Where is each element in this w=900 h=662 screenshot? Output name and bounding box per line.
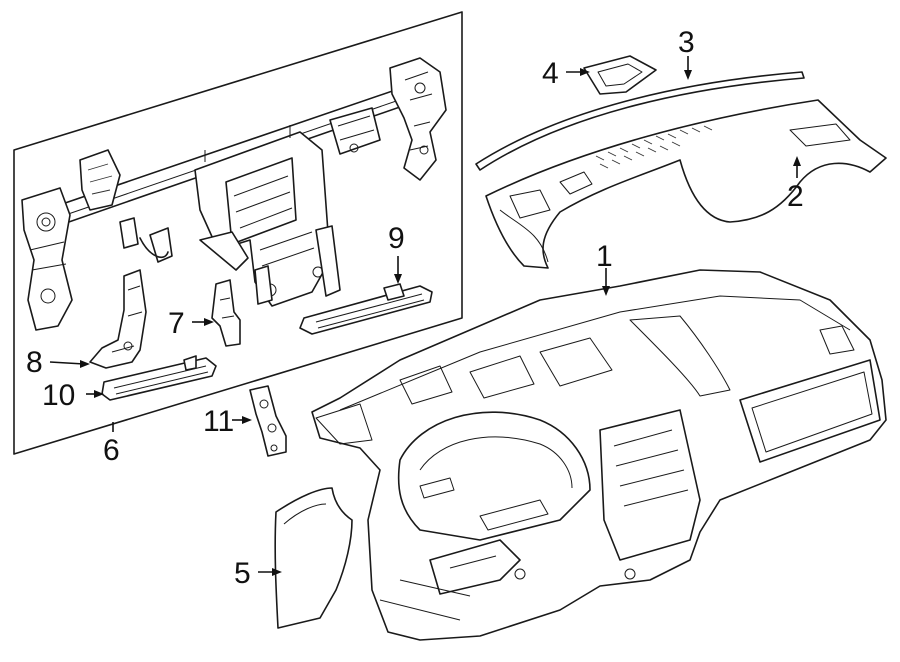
- callout-3: 3: [678, 26, 695, 59]
- part-9-bracket: [299, 283, 433, 335]
- part-5-end-cap: [274, 487, 353, 629]
- part-1-instrument-panel: [311, 269, 887, 641]
- callout-labels: 1 2 3 4 5 6 7 8 9 10 11: [26, 26, 804, 590]
- callout-5: 5: [234, 557, 251, 590]
- callout-9: 9: [388, 222, 405, 255]
- part-8-bracket: [89, 269, 147, 369]
- part-3-molding: [475, 71, 805, 171]
- part-2-upper-trim: [485, 99, 887, 269]
- leader-lines: [49, 56, 801, 576]
- callout-11: 11: [203, 405, 234, 438]
- callout-7: 7: [168, 307, 185, 340]
- callout-2: 2: [787, 180, 804, 213]
- part-6-backdrop-panel: [13, 11, 463, 455]
- part-11-bracket: [249, 385, 287, 457]
- callout-8: 8: [26, 346, 43, 379]
- callout-6: 6: [103, 434, 120, 467]
- callout-4: 4: [542, 57, 559, 90]
- callout-1: 1: [596, 240, 613, 273]
- part-7-bracket: [211, 279, 241, 347]
- part-10-brace: [101, 355, 217, 401]
- part-6-group: [13, 11, 463, 455]
- part-4-grille: [583, 55, 657, 95]
- cross-car-beam: [21, 57, 447, 331]
- callout-10: 10: [42, 379, 75, 412]
